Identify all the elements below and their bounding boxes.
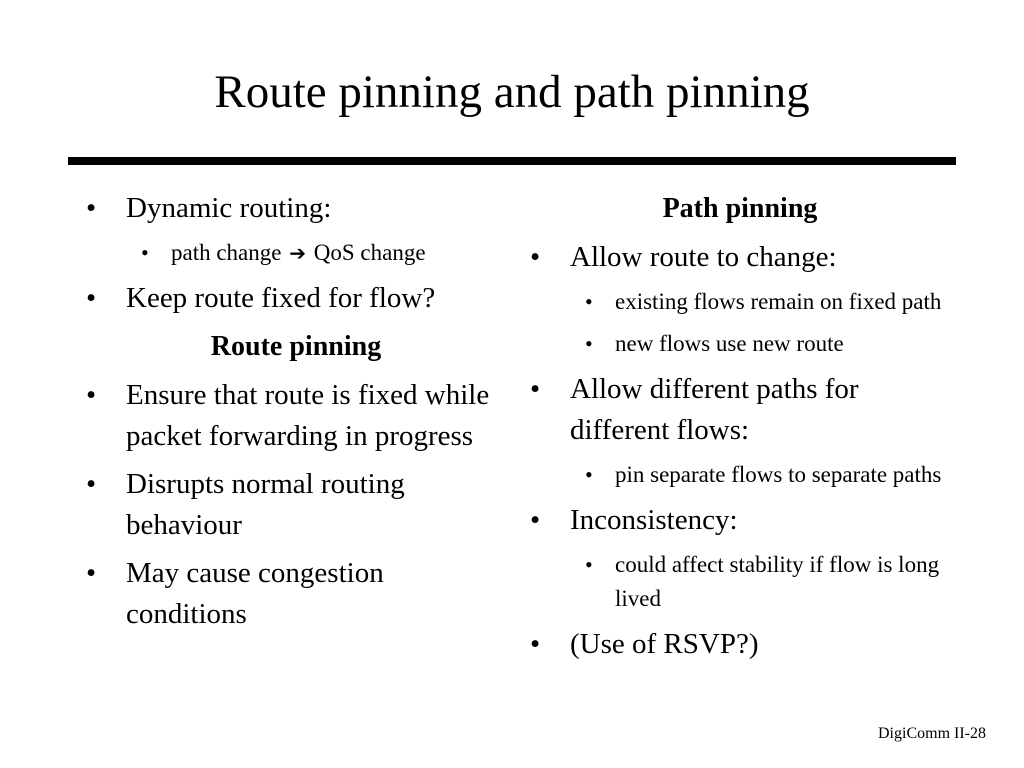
bullet-text: Ensure that route is fixed while packet … [126, 379, 490, 452]
bullet-text: Dynamic routing: [126, 192, 332, 224]
path-pinning-heading: Path pinning [662, 193, 818, 224]
bullet-item: • Disrupts normal routing behaviour [86, 464, 506, 546]
bullet-icon: • [585, 331, 593, 356]
bullet-icon: • [530, 628, 541, 660]
bullet-item: • (Use of RSVP?) [530, 624, 950, 665]
bullet-item: • Allow different paths for different fl… [530, 369, 950, 451]
bullet-item: • Dynamic routing: [86, 188, 506, 229]
bullet-icon: • [530, 241, 541, 273]
bullet-item: • Inconsistency: [530, 500, 950, 541]
sub-bullet-item: • could affect stability if flow is long… [530, 548, 950, 616]
sub-bullet-text: could affect stability if flow is long l… [615, 552, 940, 611]
bullet-icon: • [530, 373, 541, 405]
sub-bullet-item: • existing flows remain on fixed path [530, 285, 950, 319]
sub-bullet-item: • new flows use new route [530, 327, 950, 361]
bullet-icon: • [585, 462, 593, 487]
bullet-icon: • [86, 282, 97, 314]
bullet-icon: • [86, 379, 97, 411]
route-pinning-heading: Route pinning [210, 331, 382, 362]
bullet-item: • Keep route fixed for flow? [86, 278, 506, 319]
sub-bullet-text: pin separate flows to separate paths [615, 462, 942, 487]
bullet-text: Allow route to change: [570, 241, 837, 273]
slide-footer: DigiComm II-28 [878, 725, 986, 742]
bullet-icon: • [86, 192, 97, 224]
sub-bullet-item: • pin separate flows to separate paths [530, 458, 950, 492]
bullet-icon: • [530, 504, 541, 536]
arrow-right-icon: ➔ [289, 241, 306, 265]
sub-bullet-text-end: QoS change [313, 240, 426, 265]
bullet-text: May cause congestion conditions [126, 557, 384, 630]
right-column: Path pinning • Allow route to change: • … [530, 188, 950, 672]
sub-bullet-text-start: path change [171, 240, 282, 265]
bullet-text: Allow different paths for different flow… [570, 373, 859, 446]
left-column: • Dynamic routing: • path change ➔ QoS c… [86, 188, 506, 642]
bullet-icon: • [86, 557, 97, 589]
sub-bullet-text: new flows use new route [615, 331, 844, 356]
bullet-icon: • [585, 289, 593, 314]
bullet-icon: • [585, 552, 593, 577]
bullet-text: Keep route fixed for flow? [126, 282, 436, 314]
bullet-text: Disrupts normal routing behaviour [126, 468, 405, 541]
bullet-item: • May cause congestion conditions [86, 553, 506, 635]
sub-bullet-item: • path change ➔ QoS change [86, 236, 506, 270]
sub-bullet-text: existing flows remain on fixed path [615, 289, 942, 314]
bullet-text: Inconsistency: [570, 504, 738, 536]
bullet-icon: • [141, 240, 149, 265]
slide-title: Route pinning and path pinning [214, 66, 810, 118]
bullet-text: (Use of RSVP?) [570, 628, 759, 660]
bullet-item: • Allow route to change: [530, 237, 950, 278]
bullet-item: • Ensure that route is fixed while packe… [86, 375, 506, 457]
title-divider [68, 157, 956, 165]
bullet-icon: • [86, 468, 97, 500]
